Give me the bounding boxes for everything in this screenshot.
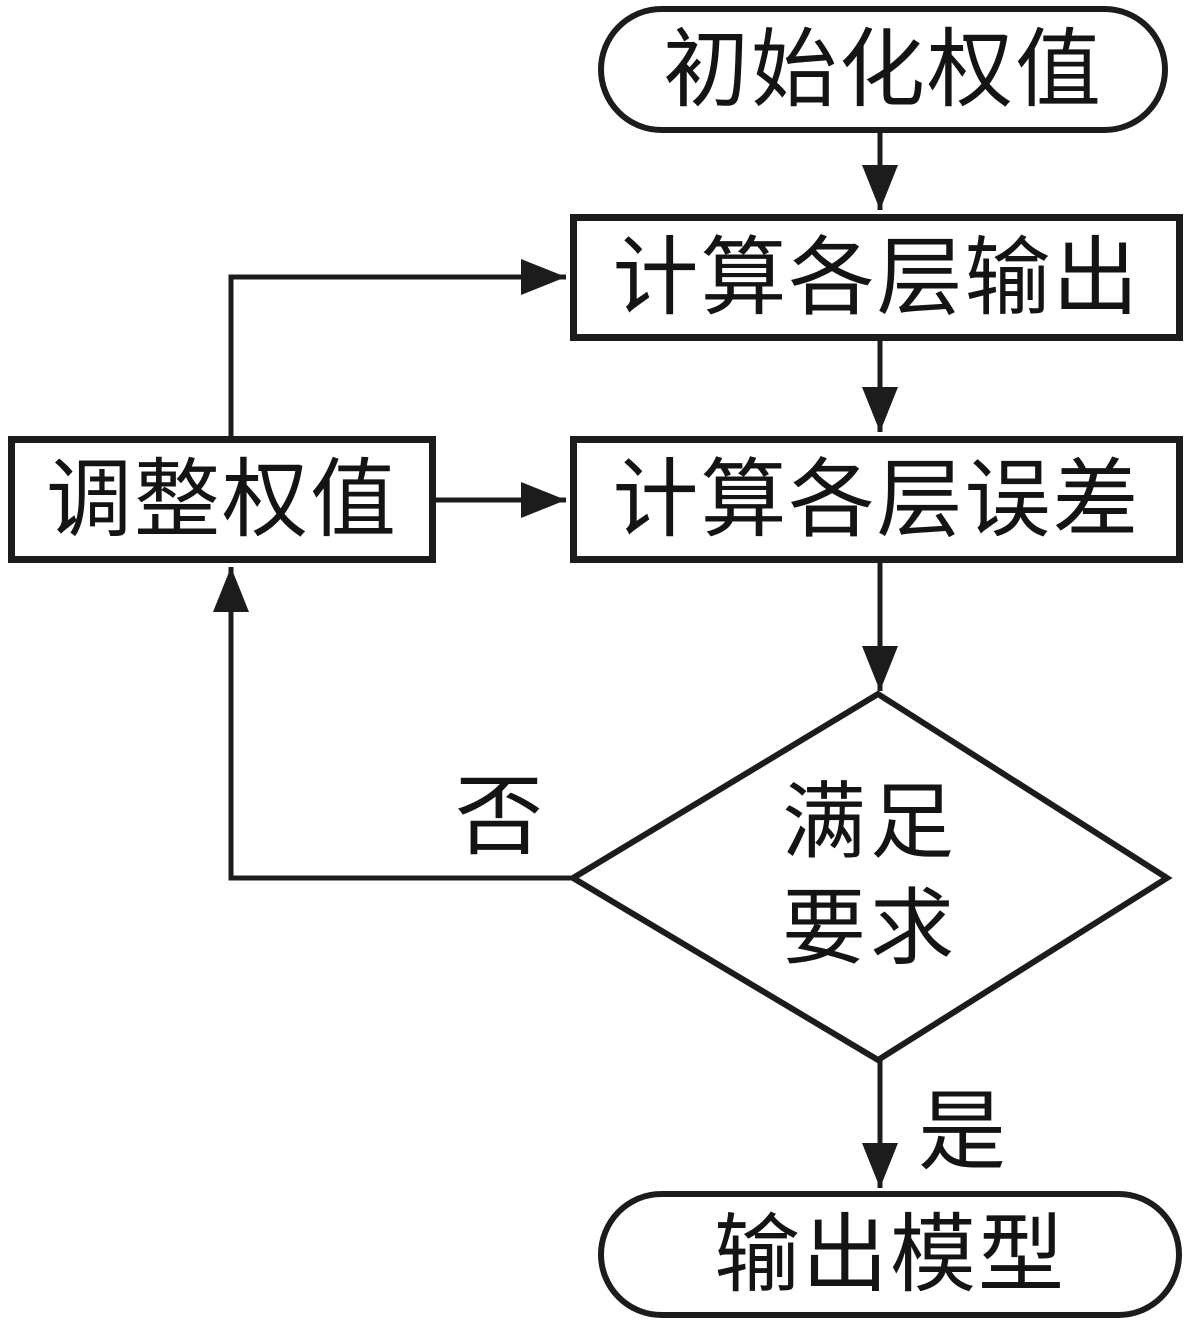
decision-label-line2: 要求 — [781, 883, 958, 976]
edge-label-no: 否 — [455, 770, 544, 867]
node-output-model: 输出模型 — [598, 1191, 1182, 1318]
node-output-model-label: 输出模型 — [714, 1206, 1066, 1303]
node-init-weights-label: 初始化权值 — [663, 21, 1103, 118]
edge-label-yes: 是 — [918, 1085, 1007, 1182]
node-adjust-weights-label: 调整权值 — [46, 451, 398, 548]
node-init-weights: 初始化权值 — [598, 6, 1168, 133]
node-decision-meets-requirements: 满足 要求 — [573, 694, 1167, 1060]
arrow-adjust-to-outputs — [228, 259, 566, 436]
arrow-decision-to-adjust — [213, 567, 573, 881]
node-adjust-weights: 调整权值 — [8, 436, 436, 563]
node-compute-layer-outputs-label: 计算各层输出 — [612, 229, 1141, 326]
decision-label-line1: 满足 — [781, 777, 958, 871]
node-compute-layer-errors-label: 计算各层误差 — [612, 451, 1141, 548]
node-compute-layer-outputs: 计算各层输出 — [570, 214, 1183, 341]
node-compute-layer-errors: 计算各层误差 — [570, 436, 1183, 563]
